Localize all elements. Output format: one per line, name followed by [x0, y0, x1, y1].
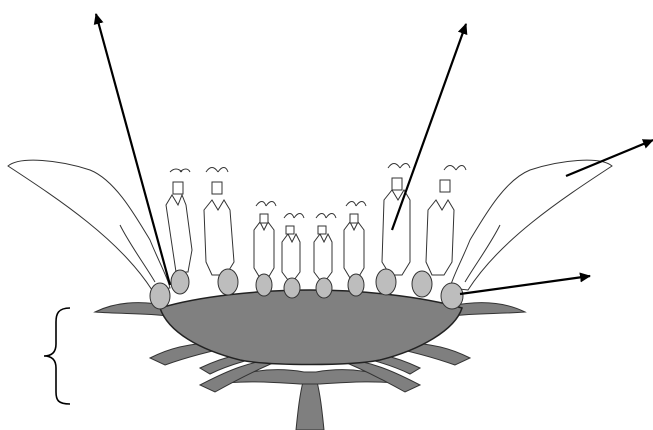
bracket	[44, 308, 70, 404]
disc-floret-3	[254, 202, 276, 297]
arrow-top-center	[392, 24, 466, 230]
disc-floret-4	[282, 214, 304, 299]
ray-floret-left	[8, 160, 170, 309]
disc-floret-5	[314, 214, 336, 299]
disc-floret-1	[166, 169, 192, 294]
ray-petal-right	[450, 160, 612, 290]
disc-floret-6	[344, 202, 366, 297]
ray-ovary-right	[441, 283, 463, 309]
disc-florets	[166, 164, 466, 299]
ray-petal-left	[8, 160, 170, 290]
arrow-right-ovary	[460, 276, 590, 294]
stem	[296, 378, 324, 430]
arrow-right-ray	[566, 140, 653, 176]
disc-floret-2	[204, 168, 238, 296]
ray-ovary-left	[150, 283, 170, 309]
ray-floret-right	[441, 160, 612, 309]
